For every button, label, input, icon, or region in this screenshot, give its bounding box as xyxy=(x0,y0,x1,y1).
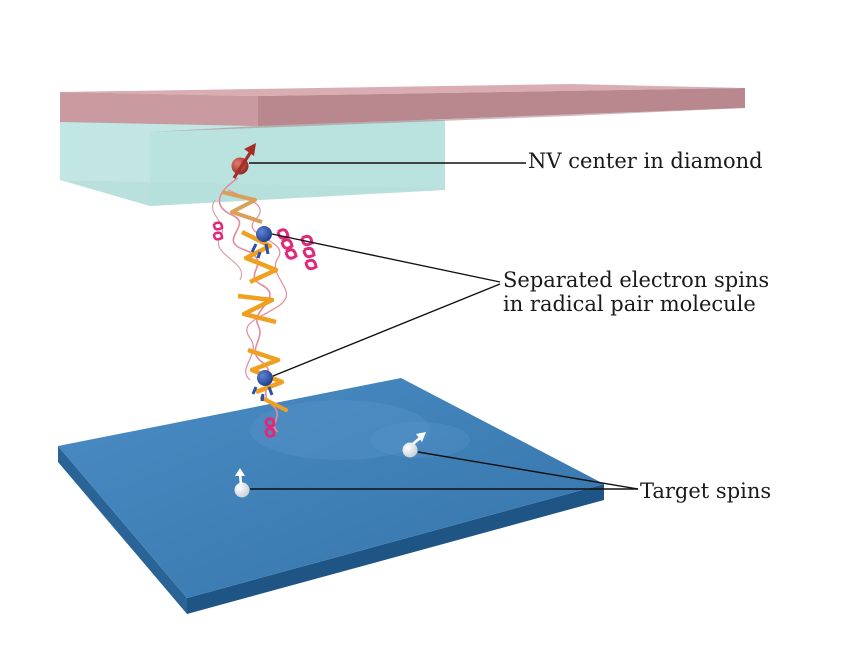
electron-spin-cofactor xyxy=(250,243,270,259)
top-slab-top xyxy=(60,84,745,96)
electron-spin-sphere xyxy=(256,226,272,242)
electron-spin-upper-icon xyxy=(250,226,272,259)
top-slab-front xyxy=(60,92,258,126)
molecule-strand xyxy=(260,396,288,412)
nv-spin-arrow-shaft xyxy=(232,149,254,179)
target-spin-sphere xyxy=(234,482,250,498)
molecule-helix xyxy=(212,221,224,241)
surface-bump xyxy=(250,400,430,460)
leader-lines xyxy=(249,162,639,490)
molecule-strand xyxy=(221,190,263,224)
target-spin-sphere xyxy=(402,442,418,458)
leader-electron-upper xyxy=(271,233,501,283)
separated-spins-label: Separated electron spins in radical pair… xyxy=(503,268,769,316)
surface-top xyxy=(58,378,604,598)
surface-right-side xyxy=(187,484,604,614)
top-slab xyxy=(60,84,745,132)
leader-target-right xyxy=(417,451,639,490)
nv-spin-arrow-head xyxy=(244,143,256,156)
target-spin-arrow-head xyxy=(235,468,245,476)
target-spins-label: Target spins xyxy=(640,479,772,503)
leader-electron-lower xyxy=(272,283,501,377)
top-slab-side xyxy=(258,88,745,126)
separated-spins-label-line2: in radical pair molecule xyxy=(503,292,756,316)
separated-spins-label-line1: Separated electron spins xyxy=(503,268,770,292)
electron-spin-cofactor xyxy=(251,386,274,402)
molecule-strand xyxy=(237,293,277,325)
target-spin-left-icon xyxy=(234,468,250,498)
radical-pair-molecule xyxy=(212,177,318,438)
molecule-strand xyxy=(247,347,285,395)
electron-spin-lower-icon xyxy=(251,370,274,402)
top-slab-underside xyxy=(150,108,745,132)
nv-center-label: NV center in diamond xyxy=(528,149,763,173)
molecule-helix xyxy=(276,228,298,260)
target-spin-arrow-head xyxy=(416,432,426,442)
surface-bump xyxy=(370,422,470,458)
target-spin-right-icon xyxy=(402,432,426,458)
molecule-helix xyxy=(264,417,276,438)
target-surface xyxy=(58,378,604,614)
electron-spin-sphere xyxy=(257,370,273,386)
surface-front-side xyxy=(58,446,187,614)
molecule-strand xyxy=(240,229,279,285)
molecule-coil xyxy=(227,189,287,381)
nv-center-spin-icon xyxy=(231,143,256,179)
